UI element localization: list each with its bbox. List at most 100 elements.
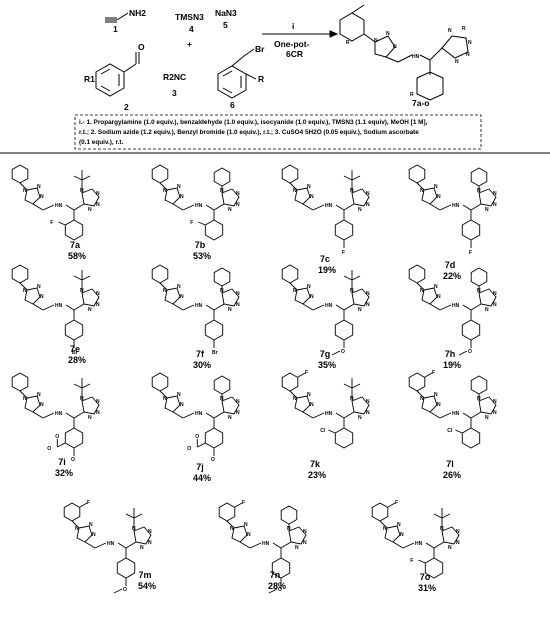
reagent-1-formula: NH2 <box>129 8 146 18</box>
amine-nh-atom: HN <box>107 541 115 547</box>
reagent-6-substituent: R <box>258 74 264 84</box>
compound-yield: 30% <box>193 360 211 370</box>
tetrazole-n-atom: N <box>96 202 100 208</box>
tetrazole-n-atom: N <box>485 307 489 313</box>
reagent-6-formula: Br <box>255 44 265 54</box>
amine-nh-atom: HN <box>325 203 333 209</box>
compound-yield: 32% <box>55 468 73 478</box>
benzyl-fluoro-atom: F <box>432 370 435 376</box>
triazole-n-atom: N <box>40 402 44 408</box>
svg-text:R: R <box>410 92 414 98</box>
tetrazole-n-atom: N <box>96 191 100 197</box>
methoxy-oxygen-atom: O <box>71 457 75 463</box>
triazole-n-atom: N <box>180 194 184 200</box>
compound-id-label: 7b <box>195 240 206 250</box>
amine-nh-atom: HN <box>325 411 333 417</box>
amine-nh-atom: HN <box>452 303 460 309</box>
aryl-halogen-atom: F <box>50 220 53 226</box>
arrow-label-line1: One-pot- <box>274 39 310 49</box>
tetrazole-n-atom: N <box>303 540 307 546</box>
triazole-n-atom: N <box>37 184 41 190</box>
triazole-n-atom: N <box>177 284 181 290</box>
tetrazole-n-atom: N <box>96 291 100 297</box>
compound-7f: NNNHNBrNNNN <box>151 264 240 356</box>
compound-7j: NNNHNOOONNNN <box>151 372 240 463</box>
reagent-2-number: 2 <box>124 102 129 112</box>
aldehyde-oxygen: O <box>138 42 145 52</box>
tetrazole-n-atom: N <box>493 191 497 197</box>
aryl-halogen-atom: Br <box>72 350 78 356</box>
triazole-n-atom: N <box>293 188 297 194</box>
tetrazole-n-atom: N <box>236 191 240 197</box>
compound-id-label: 7f <box>196 349 205 359</box>
amine-nh-atom: HN <box>195 303 203 309</box>
svg-text:N: N <box>455 59 459 65</box>
triazole-n-atom: N <box>307 392 311 398</box>
amine-nh-atom: HN <box>452 411 460 417</box>
compound-yield: 35% <box>318 360 336 370</box>
compound-id-label: 7m <box>138 570 151 580</box>
compound-yield: 54% <box>138 581 156 591</box>
tetrazole-n-atom: N <box>493 410 497 416</box>
amine-nh-atom: HN <box>55 203 63 209</box>
conditions-line-1: i.- 1. Propargylamine (1.0 equiv.), benz… <box>79 119 428 126</box>
compound-yield: 53% <box>193 251 211 261</box>
reagent-6-number: 6 <box>230 100 235 110</box>
compound-yield: 58% <box>68 251 86 261</box>
tetrazole-n-atom: N <box>493 291 497 297</box>
tetrazole-n-atom: N <box>366 302 370 308</box>
triazole-n-atom: N <box>420 396 424 402</box>
amine-nh-atom: HN <box>55 303 63 309</box>
conditions-box <box>74 114 482 150</box>
triazole-n-atom: N <box>293 396 297 402</box>
svg-text:N: N <box>393 44 397 50</box>
triazole-n-atom: N <box>37 284 41 290</box>
tetrazole-n-atom: N <box>358 207 362 213</box>
amine-nh-atom: HN <box>195 203 203 209</box>
compound-7l: FNNNHNClNNNN <box>408 370 497 449</box>
tetrazole-n-atom: N <box>236 410 240 416</box>
compound-id-label: 7c <box>320 254 330 264</box>
triazole-n-atom: N <box>437 194 441 200</box>
svg-text:N: N <box>374 38 378 44</box>
ester-carbonyl-oxygen-atom: O <box>195 434 199 440</box>
tetrazole-n-atom: N <box>366 410 370 416</box>
compound-id-label: 7a <box>70 240 81 250</box>
triazole-n-atom: N <box>89 522 93 528</box>
compound-yield: 31% <box>418 583 436 593</box>
product-structure <box>339 4 469 101</box>
triazole-n-atom: N <box>310 194 314 200</box>
triazole-n-atom: N <box>180 402 184 408</box>
reagent-2-substituent: R1 <box>84 74 95 84</box>
triazole-n-atom: N <box>420 288 424 294</box>
triazole-n-atom: N <box>23 396 27 402</box>
reagent-1-number: 1 <box>113 24 118 34</box>
triazole-n-atom: N <box>420 188 424 194</box>
triazole-n-atom: N <box>310 402 314 408</box>
compound-yield: 22% <box>443 271 461 281</box>
tetrazole-n-atom: N <box>456 529 460 535</box>
aryl-halogen-atom: Cl <box>447 428 453 434</box>
tetrazole-n-atom: N <box>456 540 460 546</box>
methoxy-oxygen-atom: O <box>468 349 472 355</box>
triazole-n-atom: N <box>40 194 44 200</box>
ester-carbonyl-oxygen-atom: O <box>55 434 59 440</box>
compound-7a: NNNHNFNNNN <box>11 164 100 241</box>
tetrazole-n-atom: N <box>366 202 370 208</box>
triazole-n-atom: N <box>434 392 438 398</box>
amine-nh-atom: HN <box>55 411 63 417</box>
svg-text:HN: HN <box>412 54 420 60</box>
tetrazole-n-atom: N <box>228 415 232 421</box>
triazole-n-atom: N <box>400 532 404 538</box>
product-label: 7a-o <box>412 98 429 108</box>
triazole-n-atom: N <box>37 392 41 398</box>
triazole-n-atom: N <box>92 532 96 538</box>
compound-id-label: 7l <box>446 459 454 469</box>
tetrazole-n-atom: N <box>236 291 240 297</box>
tetrazole-n-atom: N <box>493 302 497 308</box>
triazole-n-atom: N <box>23 188 27 194</box>
triazole-n-atom: N <box>177 392 181 398</box>
triazole-n-atom: N <box>180 294 184 300</box>
tetrazole-n-atom: N <box>228 307 232 313</box>
ester-oxygen-atom: O <box>187 446 191 452</box>
